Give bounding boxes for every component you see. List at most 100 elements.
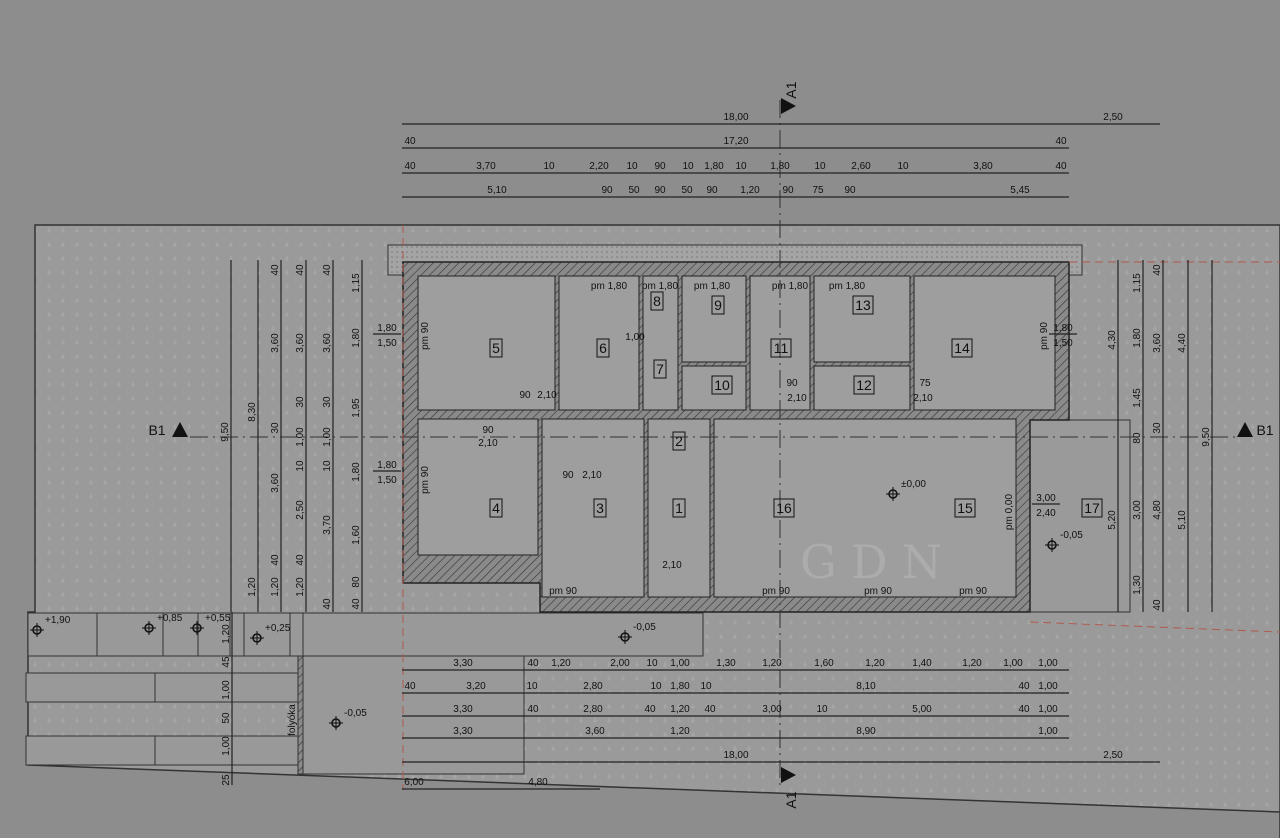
dimension-label: 90 [706, 185, 718, 196]
dimension-label: 1,00 [1038, 726, 1058, 737]
dimension-label: 40 [644, 704, 656, 715]
room-number-box [650, 291, 664, 311]
level-label: +1,90 [45, 615, 71, 626]
dimension-label: 2,20 [589, 161, 609, 172]
dimension-label: 10 [700, 681, 712, 692]
room-number-box [773, 498, 795, 518]
door-label: 2,10 [787, 393, 807, 404]
dimension-label: 2,80 [583, 681, 603, 692]
window-width: 3,00 [1036, 493, 1056, 504]
dimension-label: 1,15 [351, 273, 362, 293]
section-a-bottom-arrow [781, 767, 796, 783]
level-marker-icon [192, 623, 202, 633]
dimension-label: 10 [814, 161, 826, 172]
dimension-label: 1,00 [221, 736, 232, 756]
parapet-label: pm 90 [864, 586, 892, 597]
room-number: 16 [776, 500, 792, 516]
gutter [297, 655, 304, 775]
dimension-label: 1,30 [716, 658, 736, 669]
dimension-label: 2,00 [610, 658, 630, 669]
dimension-label: 40 [527, 658, 539, 669]
dimension-label: 8,10 [856, 681, 876, 692]
dimension-label: 4,80 [1152, 500, 1163, 520]
dimension-label: 40 [322, 264, 333, 276]
window-width: 1,80 [377, 460, 397, 471]
door-label: 2,10 [662, 560, 682, 571]
dimension-label: 1,15 [1132, 273, 1143, 293]
dimension-label: 30 [322, 396, 333, 408]
dimension-label: 1,80 [770, 161, 790, 172]
dimension-lines [30, 123, 1213, 790]
dimension-label: 2,80 [583, 704, 603, 715]
dimension-label: 2,50 [295, 500, 306, 520]
dimension-label: 40 [270, 264, 281, 276]
dimension-label: 1,00 [221, 680, 232, 700]
section-a-top-arrow [781, 98, 796, 114]
dimension-label: 1,00 [1038, 704, 1058, 715]
parking-pad [297, 655, 525, 775]
rooms-fill [417, 275, 1056, 598]
room-number-box [853, 375, 875, 395]
room-number: 4 [492, 500, 500, 516]
door-label: 90 [482, 425, 494, 436]
parapet-label: pm 1,80 [694, 281, 731, 292]
dimension-label: 4,30 [1107, 330, 1118, 350]
dimension-label: 9,50 [220, 422, 231, 442]
dimension-label: 45 [221, 656, 232, 668]
dimension-label: 3,60 [585, 726, 605, 737]
dimension-label: 1,20 [670, 726, 690, 737]
dimension-label: 75 [812, 185, 824, 196]
dimension-label: 6,00 [404, 777, 424, 788]
dimension-label: 10 [322, 460, 333, 472]
parapet-label: pm 1,80 [772, 281, 809, 292]
door-label: 2,10 [537, 390, 557, 401]
room-number-box [1081, 498, 1103, 518]
parapet-label: pm 90 [762, 586, 790, 597]
room-number: 15 [957, 500, 973, 516]
dimension-label: 90 [844, 185, 856, 196]
room-number: 8 [653, 293, 661, 309]
dimension-label: 80 [351, 576, 362, 588]
dimension-label: 90 [782, 185, 794, 196]
dimension-label: 1,60 [351, 525, 362, 545]
window-height: 1,50 [1053, 338, 1073, 349]
dimension-label: 40 [322, 598, 333, 610]
dimension-label: 1,20 [740, 185, 760, 196]
section-b-left-arrow [172, 422, 188, 437]
room-number: 10 [714, 377, 730, 393]
parapet-label: pm 90 [959, 586, 987, 597]
dimension-label: 1,20 [221, 624, 232, 644]
room-number: 3 [596, 500, 604, 516]
dimension-label: 40 [404, 161, 416, 172]
level-label: ±0,00 [901, 479, 926, 490]
window-height: 1,50 [377, 338, 397, 349]
dimension-label: 2,50 [1103, 112, 1123, 123]
room-number-box [489, 338, 503, 358]
dimension-label: 3,60 [322, 333, 333, 353]
parapet-label: pm 90 [420, 322, 431, 350]
dimension-label: 1,30 [1132, 575, 1143, 595]
door-label: 2,10 [582, 470, 602, 481]
dimension-label: 90 [654, 185, 666, 196]
dimension-label: 1,00 [670, 658, 690, 669]
dimension-label: 1,00 [295, 427, 306, 447]
dimension-label: 3,60 [270, 473, 281, 493]
dimension-label: 1,80 [351, 328, 362, 348]
room-number-box [593, 498, 607, 518]
section-b-right-arrow [1237, 422, 1253, 437]
dimension-label: 40 [1055, 161, 1067, 172]
dimension-label: 40 [704, 704, 716, 715]
level-marker-icon [32, 625, 42, 635]
dimension-label: 1,20 [295, 577, 306, 597]
dimension-label: 1,95 [351, 398, 362, 418]
dimension-label: 4,40 [1177, 333, 1188, 353]
dimension-label: 5,10 [487, 185, 507, 196]
room-number: 14 [954, 340, 970, 356]
dimension-label: 17,20 [723, 136, 748, 147]
door-label: 2,10 [913, 393, 933, 404]
dimension-label: 5,00 [912, 704, 932, 715]
room-number-box [672, 431, 686, 451]
dimension-label: 90 [654, 161, 666, 172]
dimension-label: 18,00 [723, 112, 748, 123]
